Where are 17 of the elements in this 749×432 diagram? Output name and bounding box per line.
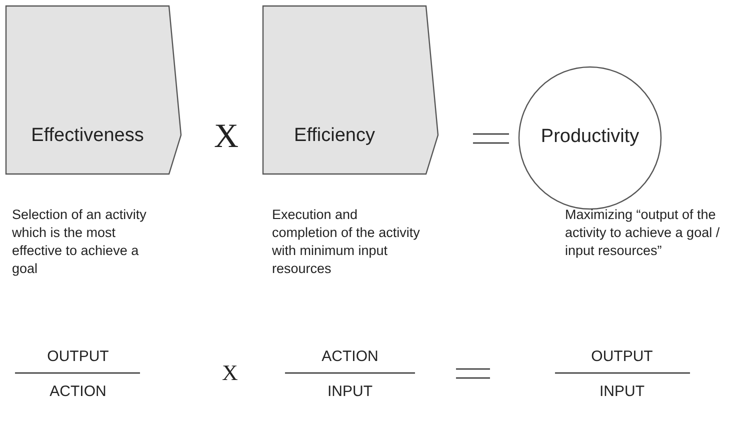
multiply-sign: X xyxy=(214,118,239,156)
chevron-shape xyxy=(262,5,439,175)
numerator-text: ACTION xyxy=(320,348,380,365)
node-label: Efficiency xyxy=(293,125,376,147)
numerator-text: OUTPUT xyxy=(46,348,110,365)
description-text: Selection of an activity which is the most effective to achieve a goal xyxy=(12,206,148,278)
denominator-text: ACTION xyxy=(48,383,108,400)
description-text: Execution and completion of the activity with minimum input resources xyxy=(272,206,421,278)
circle-shape xyxy=(518,66,662,210)
multiply-sign: X xyxy=(222,360,238,386)
numerator-text: OUTPUT xyxy=(590,348,654,365)
chevron-shape xyxy=(5,5,182,175)
denominator-text: INPUT xyxy=(598,383,646,400)
node-label: Productivity xyxy=(540,126,640,148)
denominator-text: INPUT xyxy=(326,383,374,400)
description-text: Maximizing “output of the activity to achieve a goal / input resources” xyxy=(565,206,721,260)
node-label: Effectiveness xyxy=(30,125,145,147)
